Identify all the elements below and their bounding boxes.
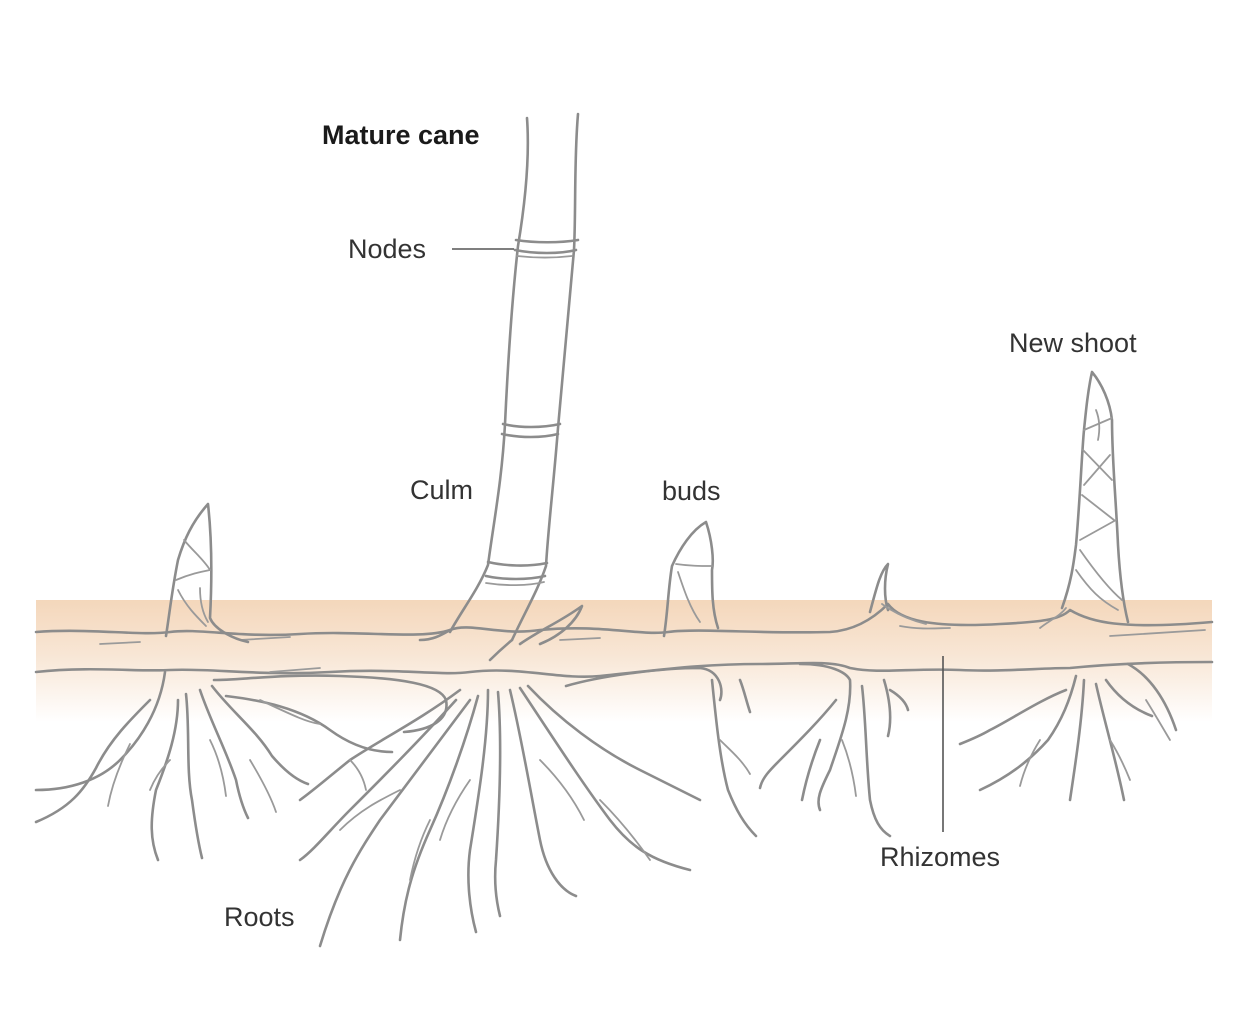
small-bud <box>868 562 927 625</box>
roots <box>34 662 1178 948</box>
middle-bud <box>662 520 720 638</box>
label-new-shoot: New shoot <box>1009 328 1137 358</box>
label-nodes: Nodes <box>348 234 427 264</box>
soil-band <box>36 600 1212 722</box>
label-culm: Culm <box>410 475 474 505</box>
label-roots: Roots <box>224 902 295 932</box>
left-bud <box>164 502 250 644</box>
label-buds: buds <box>662 476 721 506</box>
label-rhizomes: Rhizomes <box>880 842 1001 872</box>
label-mature-cane: Mature cane <box>322 120 480 150</box>
new-shoot <box>1060 370 1130 624</box>
mature-cane <box>418 112 584 662</box>
